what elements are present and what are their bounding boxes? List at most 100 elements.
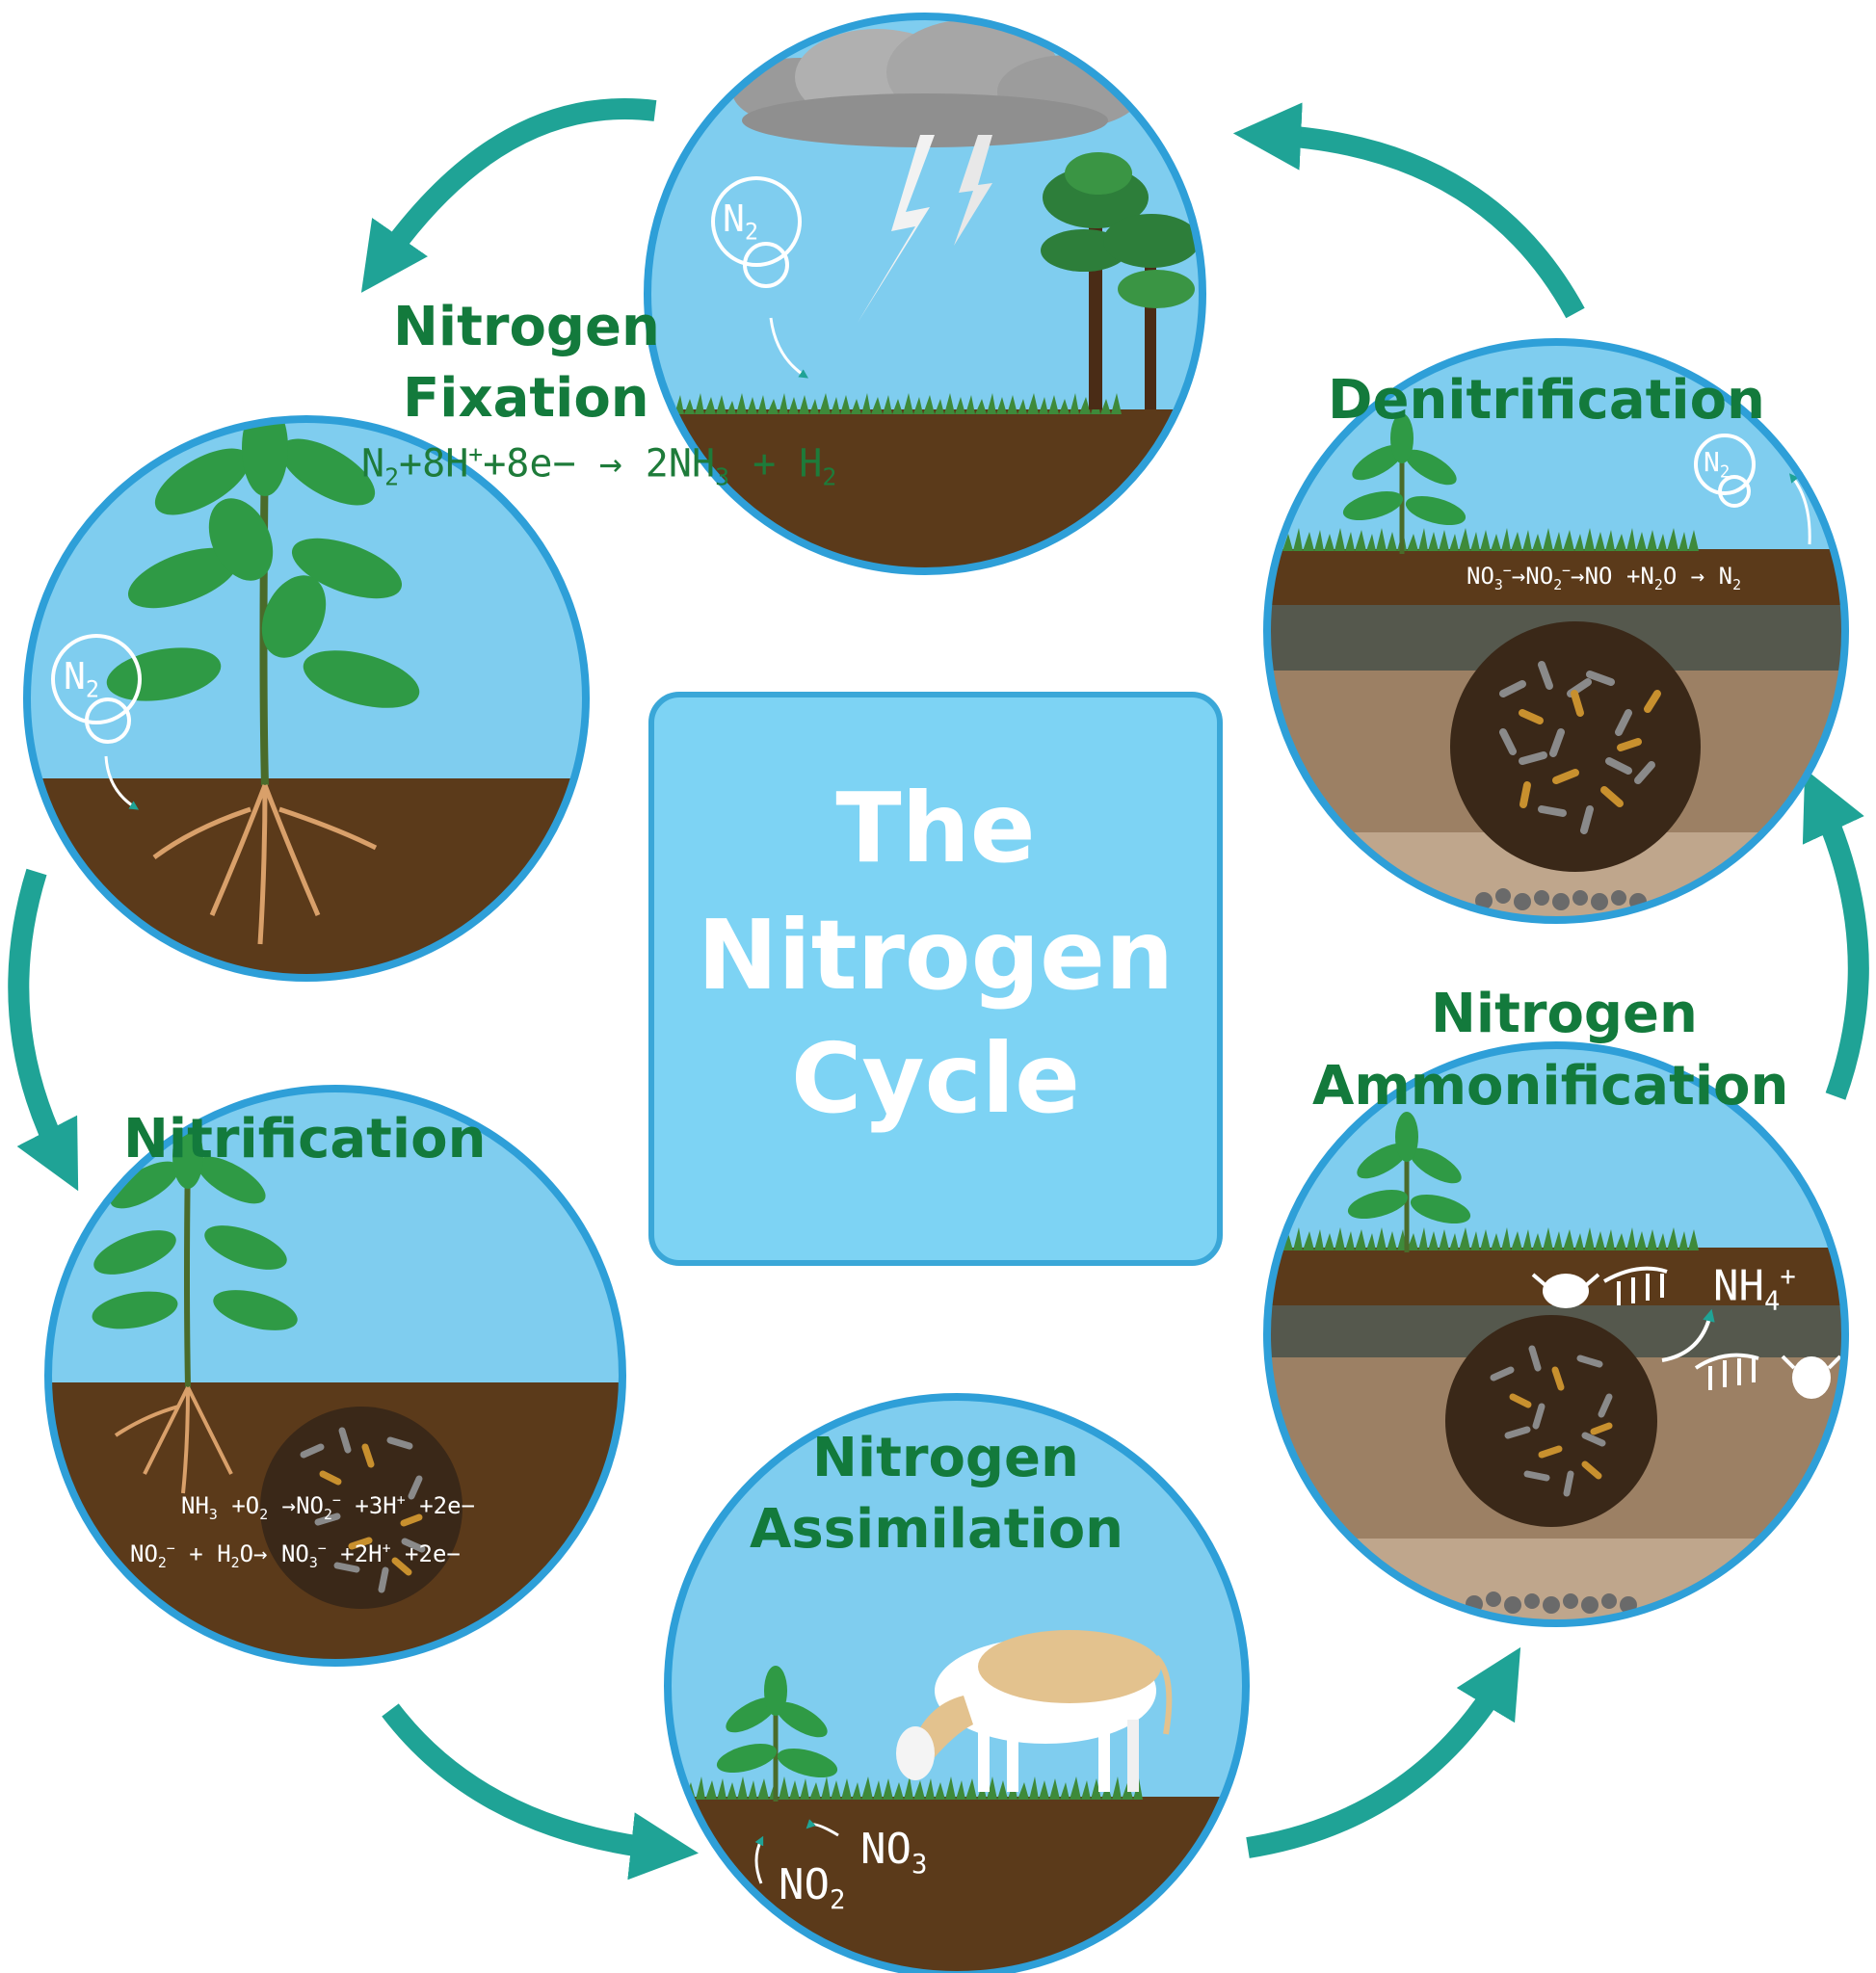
microbe-cluster-icon <box>1445 1315 1657 1527</box>
eq-sup: + <box>396 1491 406 1509</box>
gas-symbol: N <box>1704 446 1720 478</box>
arrow-nitrification-to-assimilation <box>382 1703 700 1881</box>
grass <box>1272 1227 1699 1250</box>
nitrification-circle-border <box>44 1085 626 1667</box>
skull-icon <box>1531 1273 1842 1399</box>
denitrification-equation: NO3−→NO2−→NO +N2O → N2 <box>1466 564 1741 592</box>
plant-circle-border <box>23 415 590 982</box>
eq-sub: 2 <box>1553 575 1563 593</box>
soil <box>1267 549 1845 607</box>
fixation-label-line-1: Nitrogen <box>393 296 660 358</box>
gas-flow-arrow <box>104 755 140 810</box>
ammonification-label-line-1: Nitrogen <box>1431 983 1698 1045</box>
eq-sub: 2 <box>1732 575 1742 593</box>
uptake-arrow <box>754 1835 764 1884</box>
plant-stem <box>259 442 269 786</box>
nitrification-label: Nitrification <box>123 1108 487 1171</box>
fixation-label-line-2: Fixation <box>403 367 649 430</box>
ammonification-label-line-2: Ammonification <box>1312 1055 1789 1118</box>
tree-icon <box>1041 152 1200 409</box>
eq-term: →NO +N <box>1571 563 1654 590</box>
eq-sub: 2 <box>324 1505 332 1523</box>
eq-sup: − <box>1562 562 1572 579</box>
eq-sup: + <box>382 1539 391 1557</box>
ion-symbol: NO <box>860 1825 912 1874</box>
microbe-cluster-icon <box>260 1407 462 1609</box>
denitrification-label: Denitrification <box>1328 369 1765 432</box>
arrow-fixation-to-plant <box>360 98 657 293</box>
eq-sub: 2 <box>259 1505 269 1523</box>
eq-sup: − <box>317 1539 327 1557</box>
denitrification-gas-label: N2 <box>1704 449 1730 482</box>
microbe-cluster-icon <box>1450 621 1701 872</box>
eq-term: + H <box>189 1540 231 1567</box>
root-icon <box>114 1386 233 1494</box>
plant-icon <box>1347 1112 1471 1252</box>
eq-term: +8e− <box>483 441 576 487</box>
ion-sub: 4 <box>1763 1286 1781 1317</box>
arrow-assimilation-to-ammonification <box>1246 1646 1521 1858</box>
assimilation-label-line-1: Nitrogen <box>812 1427 1079 1489</box>
eq-term: NO <box>130 1540 158 1567</box>
title-line-2: Nitrogen <box>697 899 1175 1012</box>
eq-term: O → N <box>1662 563 1733 590</box>
plant-icon <box>716 1666 838 1802</box>
gas-sub: 2 <box>85 675 100 703</box>
eq-sub: 3 <box>308 1553 318 1571</box>
plant-icon <box>106 419 420 708</box>
ammonification-scene <box>1263 1041 1849 1627</box>
eq-term: +8H <box>399 441 469 487</box>
ion-sup: + <box>1780 1262 1796 1292</box>
ammonification-circle-border <box>1263 1041 1849 1627</box>
eq-term: +3H <box>355 1492 397 1519</box>
gas-bubble-icon <box>711 176 802 288</box>
gas-flow-arrow <box>769 317 808 379</box>
eq-sup: − <box>331 1491 341 1509</box>
eq-sub: 3 <box>208 1505 218 1523</box>
arrow-plant-to-nitrification <box>8 868 79 1192</box>
nitrate-label: NO3 <box>860 1828 927 1878</box>
eq-term: → 2NH <box>598 441 716 487</box>
eq-term: +2e− <box>419 1492 475 1519</box>
lightning-icon <box>954 135 992 246</box>
eq-sub: 3 <box>1493 575 1503 593</box>
eq-sup: − <box>166 1539 175 1557</box>
gas-symbol: N <box>723 197 745 240</box>
eq-term: →NO <box>1511 563 1554 590</box>
gas-flow-arrow <box>1789 473 1811 545</box>
nitrification-equation-2: NO2− + H2O→ NO3− +2H+ +2e− <box>130 1541 461 1570</box>
plant-icon <box>92 1123 298 1388</box>
arrow-ammonification-to-denitrification <box>1802 769 1869 1100</box>
nitrite-label: NO2 <box>779 1864 845 1913</box>
gas-sub: 2 <box>744 218 759 246</box>
eq-sub: 2 <box>157 1553 167 1571</box>
nitrification-equation-1: NH3 +O2 →NO2− +3H+ +2e− <box>181 1493 475 1522</box>
fixation-equation: N2+8H++8e− → 2NH3 + H2 <box>361 440 836 491</box>
grass <box>674 393 1122 414</box>
eq-term: + H <box>753 441 823 487</box>
eq-term: NH <box>181 1492 209 1519</box>
fixation-circle-border <box>644 13 1206 575</box>
eq-term: N <box>361 441 385 487</box>
plant-icon <box>1342 413 1466 554</box>
assimilation-circle-border <box>664 1393 1250 1973</box>
eq-term: +2H <box>340 1540 383 1567</box>
eq-term: +2e− <box>405 1540 461 1567</box>
eq-sub: 3 <box>715 462 729 491</box>
ammonium-label: NH4+ <box>1713 1264 1796 1315</box>
ion-sub: 2 <box>829 1884 846 1915</box>
lightning-icon <box>858 135 935 323</box>
eq-term: NO <box>1466 563 1494 590</box>
ion-symbol: NH <box>1713 1261 1764 1311</box>
gas-symbol: N <box>64 655 86 697</box>
cow-icon <box>896 1630 1173 1792</box>
title-line-1: The <box>835 772 1036 884</box>
grass <box>1272 528 1699 551</box>
root-icon <box>152 784 378 945</box>
title-box <box>648 692 1223 1266</box>
gas-bubble-icon <box>51 634 142 744</box>
denitrification-circle-border <box>1263 338 1849 924</box>
eq-sup: + <box>468 440 484 468</box>
ribcage-icon <box>1603 1266 1759 1390</box>
